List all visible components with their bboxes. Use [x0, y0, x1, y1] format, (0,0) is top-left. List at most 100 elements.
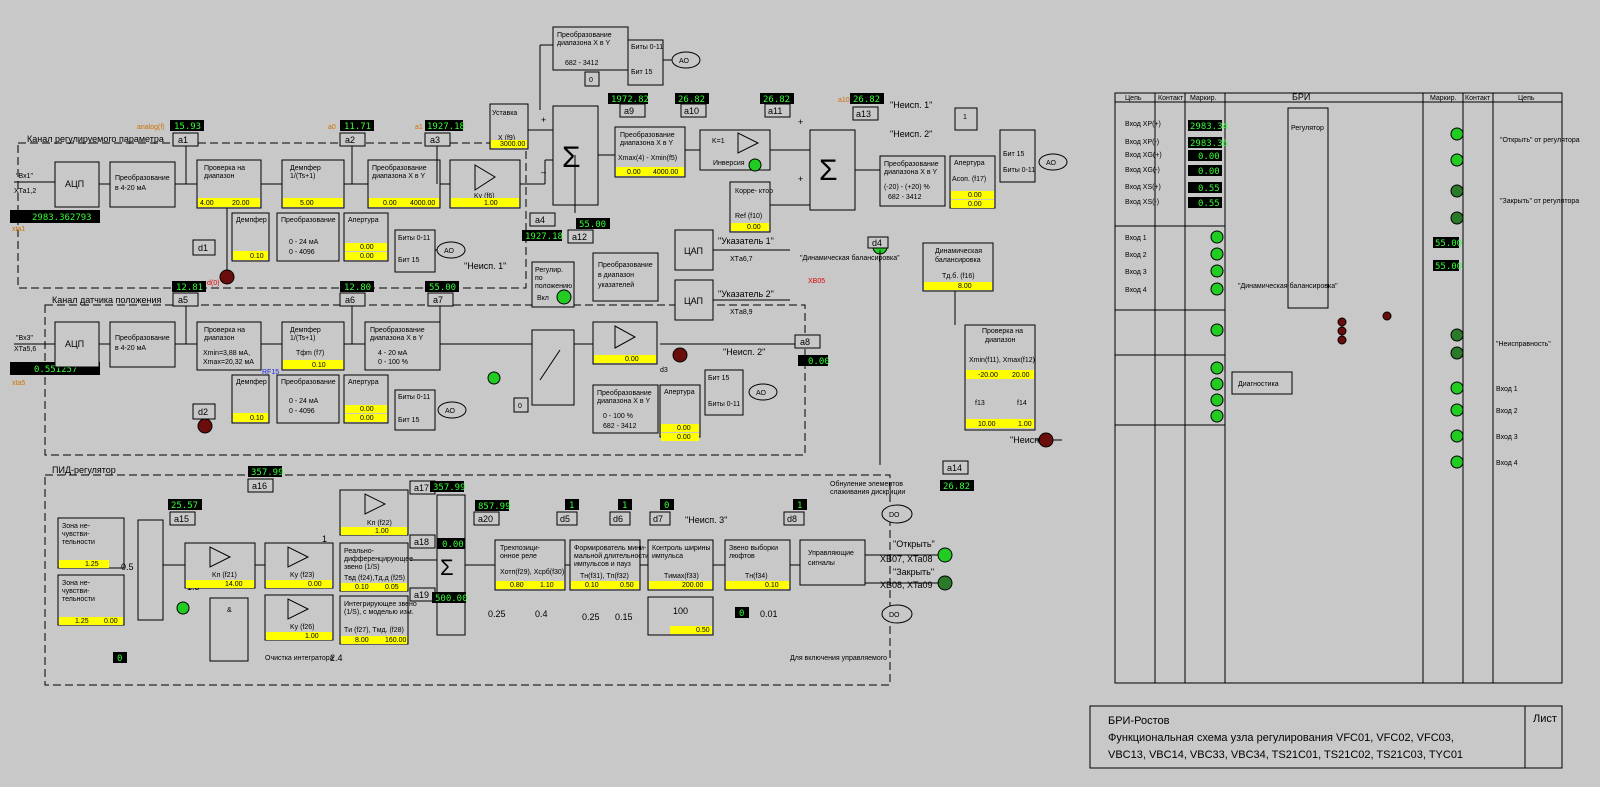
reg-pos-lamp[interactable]	[556, 289, 572, 305]
a9-display: 1972.82	[611, 95, 649, 105]
svg-text:200.00: 200.00	[682, 582, 704, 589]
svg-text:Преобразование: Преобразование	[370, 326, 425, 334]
svg-text:1.00: 1.00	[484, 200, 498, 207]
svg-text:d6: d6	[613, 514, 623, 524]
bri-display-7: 55.00	[1435, 239, 1462, 249]
svg-text:импульса: импульса	[652, 553, 683, 560]
open-lamp[interactable]	[937, 547, 953, 563]
svg-text:d5: d5	[560, 514, 570, 524]
neisp3-label: "Неисп. 3"	[685, 515, 727, 525]
svg-text:Ref (f10): Ref (f10)	[735, 213, 762, 220]
neisp2-top-label: "Неисп. 2"	[890, 129, 932, 139]
svg-text:d2: d2	[198, 407, 208, 417]
input1-xt: ХТа1,2	[14, 188, 36, 195]
bri-diagnostics-block	[1231, 371, 1293, 395]
a3-display: 1927.18	[427, 122, 465, 132]
svg-text:+: +	[798, 174, 803, 184]
svg-text:a13: a13	[856, 109, 871, 119]
svg-text:Tн(f34): Tн(f34)	[745, 573, 768, 580]
svg-text:0 - 100 %: 0 - 100 %	[603, 413, 633, 420]
svg-text:Kу (f23): Kу (f23)	[290, 572, 315, 579]
svg-text:Преобразование: Преобразование	[884, 160, 939, 168]
svg-text:Звено выборки: Звено выборки	[729, 544, 778, 552]
a6-display: 12.80	[344, 283, 371, 293]
svg-text:Kп (f21): Kп (f21)	[212, 572, 237, 579]
svg-text:Kп (f22): Kп (f22)	[367, 520, 392, 527]
svg-text:Вход 1: Вход 1	[1125, 235, 1147, 242]
svg-text:0: 0	[739, 609, 744, 619]
svg-text:мальной длительности: мальной длительности	[574, 552, 649, 560]
svg-text:f14: f14	[1017, 400, 1027, 407]
a15-display: 25.57	[171, 501, 198, 511]
svg-text:XB05: XB05	[808, 278, 825, 285]
svg-text:682 - 3412: 682 - 3412	[565, 60, 599, 67]
svg-text:0.00: 0.00	[968, 201, 982, 208]
svg-text:Вход 4: Вход 4	[1125, 287, 1147, 294]
bri-header: БРИ	[1292, 92, 1310, 102]
svg-text:Xmin=3,88 мА,: Xmin=3,88 мА,	[203, 350, 250, 357]
ao-3-circle	[437, 401, 467, 419]
svg-text:Зона не-: Зона не-	[62, 580, 91, 587]
svg-text:Биты 0-11: Биты 0-11	[708, 401, 740, 408]
svg-text:тельности: тельности	[62, 539, 95, 546]
svg-text:Проверка на: Проверка на	[204, 327, 245, 334]
a11-display: 26.82	[763, 95, 790, 105]
a1-display: 15.93	[174, 122, 201, 132]
svg-text:0.4: 0.4	[535, 609, 548, 619]
svg-text:0.10: 0.10	[585, 582, 599, 589]
svg-text:160.00: 160.00	[385, 637, 407, 644]
input3-xt: ХТа5,6	[14, 346, 36, 353]
svg-text:Вход 4: Вход 4	[1496, 460, 1518, 467]
svg-text:Xmax(4) - Xmin(f5): Xmax(4) - Xmin(f5)	[618, 155, 677, 162]
svg-text:20.00: 20.00	[232, 200, 250, 207]
svg-text:положению: положению	[535, 283, 572, 290]
svg-text:"Закрыть" от регулятора: "Закрыть" от регулятора	[1500, 198, 1579, 205]
svg-text:Апертура: Апертура	[348, 217, 379, 224]
title-line1: БРИ-Ростов	[1108, 715, 1170, 727]
svg-text:указателей: указателей	[598, 281, 634, 289]
svg-text:Инверсия: Инверсия	[713, 160, 745, 167]
svg-text:0.50: 0.50	[696, 627, 710, 634]
bri-display-8: 55.00	[1435, 262, 1462, 272]
svg-text:Демпфер: Демпфер	[236, 379, 267, 386]
svg-text:4000.00: 4000.00	[653, 169, 678, 176]
svg-text:0.05: 0.05	[385, 584, 399, 591]
svg-text:ЦАП: ЦАП	[684, 246, 703, 256]
svg-text:диапазона X в Y: диапазона X в Y	[884, 169, 937, 176]
svg-text:0.00: 0.00	[383, 200, 397, 207]
bri-display-3: 0.00	[1198, 152, 1220, 162]
range-check-block-2	[196, 321, 262, 371]
position-channel-frame	[44, 304, 806, 456]
d8-display: 1	[797, 501, 802, 511]
svg-text:a18: a18	[414, 537, 429, 547]
a19-display: 500.00	[435, 594, 468, 604]
svg-text:Xотп(f29), Xсрб(f30): Xотп(f29), Xсрб(f30)	[500, 568, 564, 576]
svg-text:Преобразование: Преобразование	[557, 31, 612, 39]
svg-text:0.01: 0.01	[760, 609, 778, 619]
svg-text:1.00: 1.00	[305, 633, 319, 640]
range-xy-block-3	[364, 321, 441, 371]
svg-text:диапазона X в Y: диапазона X в Y	[370, 335, 423, 342]
deadzone-1	[57, 517, 125, 569]
bri-in5-lamp	[1210, 361, 1224, 375]
svg-text:1.10: 1.10	[540, 582, 554, 589]
a10-display: 26.82	[678, 95, 705, 105]
svg-text:a20: a20	[478, 514, 493, 524]
xta1-tag: xta1	[12, 226, 25, 233]
svg-text:Tвд (f24),Tд.д (f25): Tвд (f24),Tд.д (f25)	[344, 575, 405, 582]
svg-text:Апертура: Апертура	[954, 160, 985, 167]
neisp4-label: "Неисп. 4"	[1010, 435, 1052, 445]
svg-text:(-20) - (+20) %: (-20) - (+20) %	[884, 184, 930, 191]
svg-text:xta5: xta5	[12, 380, 25, 387]
dac-block-2	[674, 279, 714, 321]
svg-text:0: 0	[518, 403, 522, 410]
close-lamp[interactable]	[937, 575, 953, 591]
neisp1-top-label: "Неисп. 1"	[890, 100, 932, 110]
svg-text:a7: a7	[433, 295, 443, 305]
bri-out8-lamp	[1450, 403, 1464, 417]
svg-text:d4: d4	[872, 238, 882, 248]
bri-out9-lamp	[1450, 429, 1464, 443]
svg-text:0: 0	[589, 77, 593, 84]
svg-text:Демпфер: Демпфер	[236, 217, 267, 224]
